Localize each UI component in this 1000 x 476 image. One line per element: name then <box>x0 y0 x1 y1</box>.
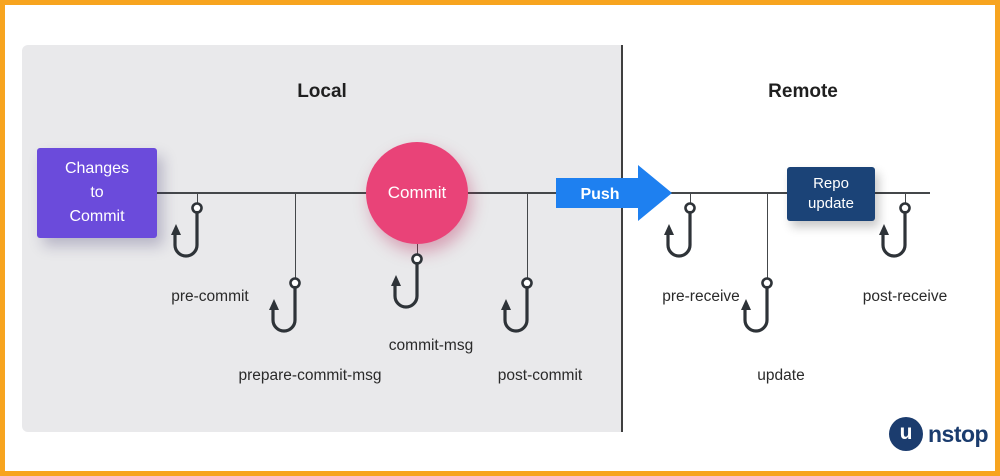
hook-connector-line <box>904 193 906 203</box>
git-timeline <box>157 192 930 194</box>
commit-node: Commit <box>366 142 468 244</box>
fishhook-icon <box>741 277 773 333</box>
hook-connector-line <box>416 244 418 254</box>
fishhook-icon <box>269 277 301 333</box>
unstop-logo: u nstop <box>889 417 989 451</box>
fishhook-icon <box>171 202 203 258</box>
hook-connector-line <box>294 193 296 278</box>
repo-line-2: update <box>808 195 854 212</box>
hook-label-update: update <box>757 367 805 384</box>
hook-label-prepare-commit-msg: prepare-commit-msg <box>238 367 382 384</box>
fishhook-icon <box>664 202 696 258</box>
hook-connector-line <box>526 193 528 278</box>
commit-label: Commit <box>387 183 447 202</box>
hook-label-pre-receive: pre-receive <box>662 288 740 305</box>
push-arrow-icon: Push <box>556 165 672 221</box>
local-section-background <box>22 45 622 432</box>
fishhook-icon <box>391 253 423 309</box>
repo-line-1: Repo <box>813 174 849 192</box>
changes-line-3: Commit <box>69 208 125 225</box>
changes-to-commit-node: Changes to Commit <box>37 148 157 238</box>
hook-label-post-commit: post-commit <box>497 367 583 384</box>
hook-label-pre-commit: pre-commit <box>171 288 249 305</box>
fishhook-icon <box>879 202 911 258</box>
hook-connector-line <box>689 193 691 203</box>
changes-line-1: Changes <box>64 160 130 177</box>
hook-label-commit-msg: commit-msg <box>388 337 474 354</box>
hook-label-post-receive: post-receive <box>862 288 948 305</box>
local-section-title: Local <box>297 81 347 102</box>
hook-connector-line <box>196 193 198 203</box>
fishhook-icon <box>501 277 533 333</box>
local-remote-divider <box>621 45 623 432</box>
remote-section-title: Remote <box>768 81 838 102</box>
unstop-wordmark: nstop <box>928 420 989 447</box>
repo-update-node: Repo update <box>787 167 875 221</box>
changes-line-2: to <box>90 184 104 201</box>
hook-connector-line <box>766 193 768 278</box>
unstop-logo-icon: u <box>889 417 923 451</box>
push-label: Push <box>580 186 619 203</box>
